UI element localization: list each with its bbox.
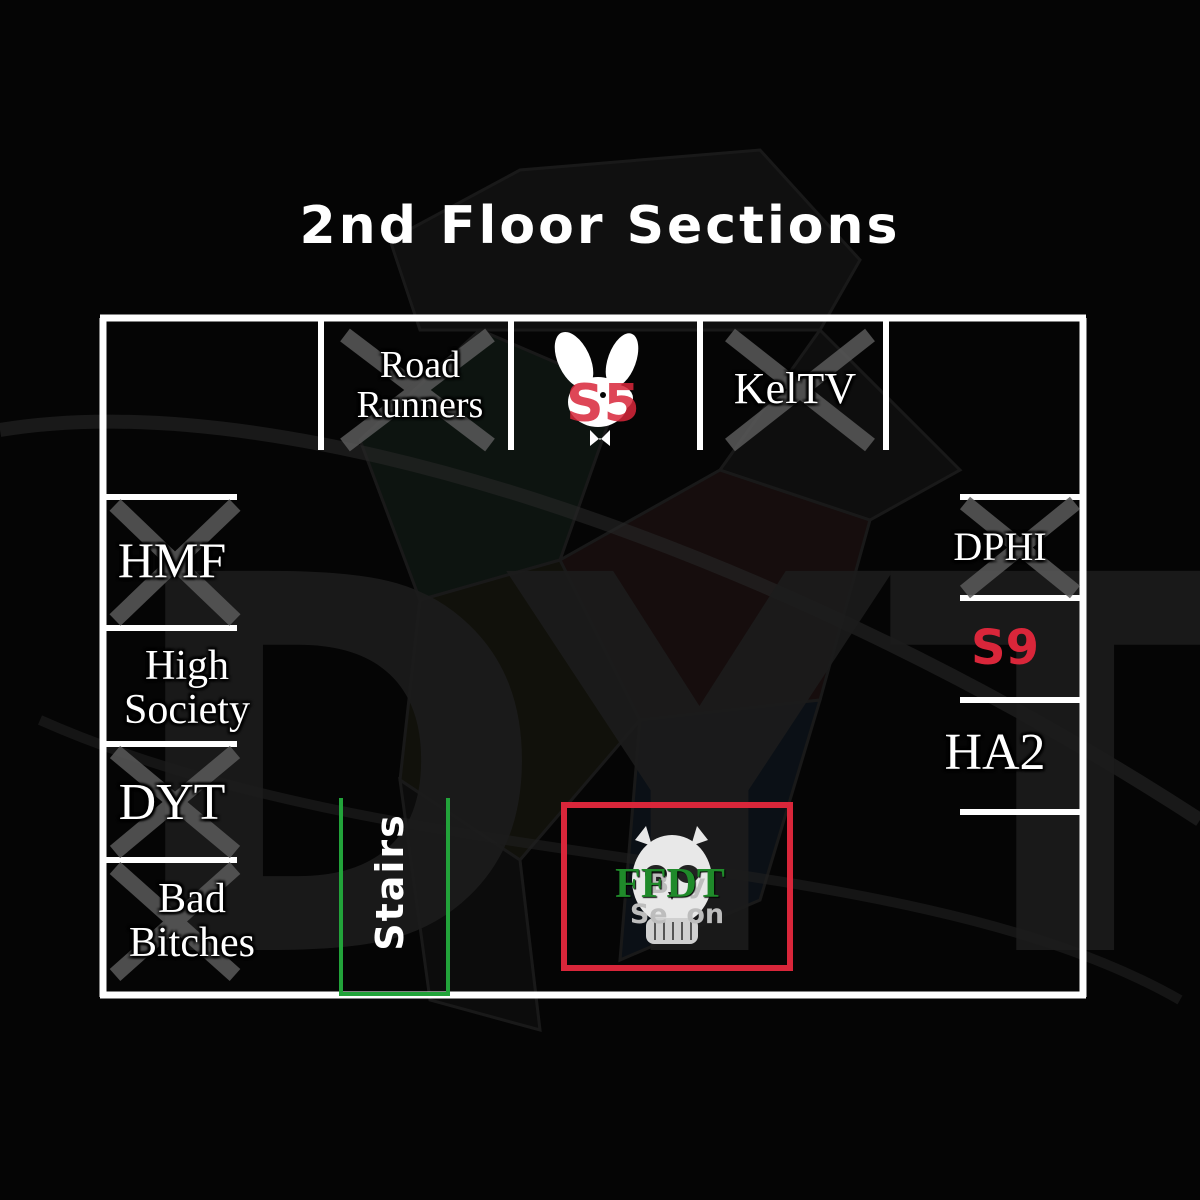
birthday-section-line1: B y bbox=[648, 869, 706, 900]
left-section-dividers bbox=[105, 494, 237, 863]
section-bad-bitches-line2: Bitches bbox=[129, 920, 255, 967]
section-s9[interactable]: S9 bbox=[971, 620, 1039, 676]
section-kel-tv[interactable]: KelTV bbox=[733, 364, 857, 413]
top-booth-dividers bbox=[318, 320, 889, 450]
skull-icon bbox=[632, 826, 712, 944]
x-mark-icon bbox=[340, 328, 495, 452]
section-road-runners-line1: Road bbox=[379, 344, 461, 386]
section-dyt[interactable]: DYT bbox=[118, 774, 226, 831]
outer-walls bbox=[99, 314, 1087, 999]
right-section-dividers bbox=[960, 494, 1081, 815]
section-high-society[interactable]: High Society bbox=[103, 644, 271, 732]
x-mark-icon bbox=[109, 745, 241, 859]
dyt-watermark: DYT bbox=[117, 467, 1200, 1073]
section-bad-bitches-line1: Bad bbox=[158, 876, 226, 922]
section-s5[interactable]: S5 bbox=[566, 374, 640, 434]
section-hmf[interactable]: HMF bbox=[117, 532, 227, 588]
birthday-section-box bbox=[561, 802, 793, 971]
section-dphi[interactable]: DPHI bbox=[953, 524, 1047, 569]
bunny-eye bbox=[600, 392, 606, 398]
x-mark-icon bbox=[959, 496, 1081, 599]
x-mark-icon bbox=[109, 499, 241, 626]
stairs-outline bbox=[339, 798, 450, 996]
section-road-runners[interactable]: Road Runners bbox=[330, 344, 510, 426]
birthday-section-line2: Se on bbox=[629, 898, 725, 930]
page-title: 2nd Floor Sections bbox=[299, 196, 901, 256]
birthday-section-label: B y Se on bbox=[570, 870, 784, 929]
section-bad-bitches[interactable]: Bad Bitches bbox=[108, 877, 276, 965]
x-mark-icon bbox=[725, 328, 875, 452]
bunny-icon bbox=[554, 331, 639, 446]
x-mark-icon bbox=[109, 862, 241, 981]
stairs-label: Stairs bbox=[368, 813, 412, 951]
section-road-runners-line2: Runners bbox=[356, 383, 484, 426]
section-high-society-line1: High bbox=[145, 643, 229, 689]
section-ha2[interactable]: HA2 bbox=[944, 724, 1046, 781]
section-high-society-line2: Society bbox=[124, 687, 250, 734]
section-ffdt[interactable]: FFDT bbox=[615, 861, 725, 907]
background-swoosh bbox=[0, 414, 1200, 826]
